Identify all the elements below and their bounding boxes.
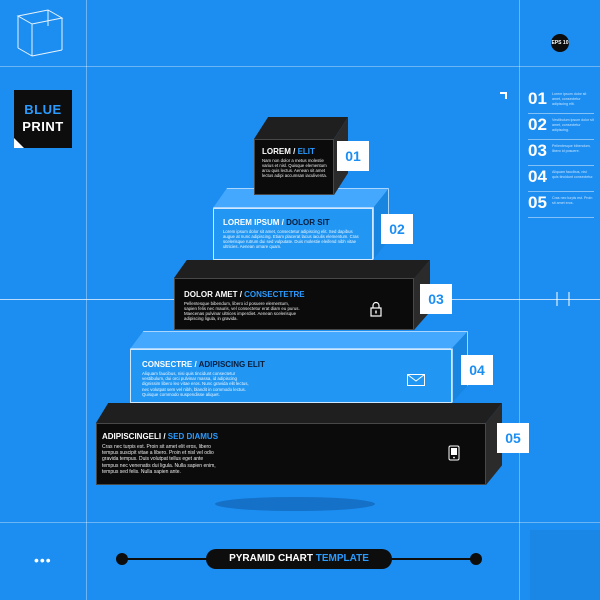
level-front-face <box>254 139 334 195</box>
pyramid-shadow <box>215 497 375 511</box>
right-list-item: 01 Lorem ipsum dolor sit amet, consectet… <box>528 88 594 114</box>
guide-line-top <box>0 66 600 67</box>
level-title-main: ADIPISCINGELI <box>102 432 162 441</box>
level-front-face <box>213 208 373 260</box>
right-list-number: 03 <box>528 141 547 160</box>
footer-cap-left <box>116 553 128 565</box>
level-top-face <box>130 331 468 349</box>
level-body-text: Cras nec turpis est. Proin sit amet elit… <box>102 444 216 475</box>
blueprint-logo: BLUE PRINT <box>14 90 72 148</box>
right-list-text: Cras nec turpis est. Proin sit amet eros… <box>552 196 593 205</box>
right-list-text: Vestibulum ipsum dolor sit amet, consect… <box>552 118 594 132</box>
guide-line-right <box>519 0 520 600</box>
right-list-text: Lorem ipsum dolor sit amet, consectetur … <box>552 92 587 106</box>
level-body-text: Pellentesque bibendum, libero id posuere… <box>184 301 300 321</box>
footer-cap-right <box>470 553 482 565</box>
right-list: 01 Lorem ipsum dolor sit amet, consectet… <box>528 88 594 218</box>
guide-line-bottom <box>0 522 600 523</box>
level-title: LOREM / ELIT <box>262 147 315 156</box>
level-title: DOLOR AMET / CONSECTETRE <box>184 290 305 299</box>
level-title-main: CONSECTRE <box>142 360 193 369</box>
footer-title-accent: TEMPLATE <box>315 553 369 564</box>
right-list-item: 03 Pellentesque bibendum, libero id posu… <box>528 140 594 166</box>
level-title-main: LOREM IPSUM <box>223 218 280 227</box>
level-body-text: Aliquam faucibus, nisi quis tincidunt co… <box>142 371 249 397</box>
right-list-item: 02 Vestibulum ipsum dolor sit amet, cons… <box>528 114 594 140</box>
corner-square <box>530 530 600 600</box>
footer-banner: PYRAMID CHART TEMPLATE <box>116 549 482 569</box>
pyramid-level-1: LOREM / ELIT Nam non dolor a metus moles… <box>254 117 348 195</box>
level-top-face <box>174 260 430 278</box>
guide-line-left <box>86 0 87 600</box>
right-list-text: Pellentesque bibendum, libero id posuere… <box>552 144 591 153</box>
level-number-box-3: 03 <box>420 284 452 314</box>
level-title: ADIPISCINGELI / SED DIAMUS <box>102 432 219 441</box>
level-front-face <box>130 349 452 403</box>
footer-title-main: PYRAMID CHART <box>229 553 313 564</box>
level-number-box-2: 02 <box>381 214 413 244</box>
level-number-box-1: 01 <box>337 141 369 171</box>
level-title: CONSECTRE / ADIPISCING ELIT <box>142 360 265 369</box>
level-title-accent: ELIT <box>297 147 315 156</box>
guide-marker-icon <box>556 292 570 306</box>
level-title-accent: DOLOR SIT <box>286 218 330 227</box>
right-list-item: 05 Cras nec turpis est. Proin sit amet e… <box>528 192 594 218</box>
logo-line-2: PRINT <box>22 119 64 134</box>
mail-icon <box>407 374 425 386</box>
pyramid-level-3: DOLOR AMET / CONSECTETRE Pellentesque bi… <box>174 260 430 330</box>
right-list-item: 04 Aliquam faucibus, nisi quis tincidunt… <box>528 166 594 192</box>
right-list-text: Aliquam faucibus, nisi quis tincidunt co… <box>552 170 594 179</box>
phone-icon <box>448 445 460 461</box>
right-list-number: 05 <box>528 193 547 212</box>
more-dots-icon: ••• <box>34 552 52 568</box>
eps-badge: EPS 10 <box>551 34 569 52</box>
corner-mark-icon <box>500 92 507 99</box>
level-title-accent: SED DIAMUS <box>167 432 219 441</box>
right-list-number: 02 <box>528 115 547 134</box>
level-top-face <box>96 403 502 423</box>
right-list-number: 04 <box>528 167 547 186</box>
lock-icon <box>370 301 382 317</box>
right-list-number: 01 <box>528 89 547 108</box>
level-title-main: LOREM <box>262 147 291 156</box>
level-title-accent: ADIPISCING ELIT <box>198 360 265 369</box>
level-front-face <box>174 278 414 330</box>
wireframe-cube-icon <box>16 9 64 57</box>
level-title-accent: CONSECTETRE <box>244 290 305 299</box>
level-body-text: Nam non dolor a metus molestie varius et… <box>262 158 327 178</box>
logo-fold <box>14 138 24 148</box>
level-body-text: Lorem ipsum dolor sit amet, consectetur … <box>223 229 359 249</box>
pyramid-level-4: CONSECTRE / ADIPISCING ELIT Aliquam fauc… <box>130 331 468 403</box>
level-title-main: DOLOR AMET <box>184 290 238 299</box>
level-number-box-5: 05 <box>497 423 529 453</box>
level-top-face <box>254 117 348 139</box>
logo-line-1: BLUE <box>24 102 62 117</box>
pyramid-level-5: ADIPISCINGELI / SED DIAMUS Cras nec turp… <box>96 403 502 485</box>
level-number-box-4: 04 <box>461 355 493 385</box>
level-front-face <box>96 423 486 485</box>
pyramid-level-2: LOREM IPSUM / DOLOR SIT Lorem ipsum dolo… <box>213 188 389 260</box>
footer-title: PYRAMID CHART TEMPLATE <box>206 549 392 569</box>
level-title: LOREM IPSUM / DOLOR SIT <box>223 218 330 227</box>
